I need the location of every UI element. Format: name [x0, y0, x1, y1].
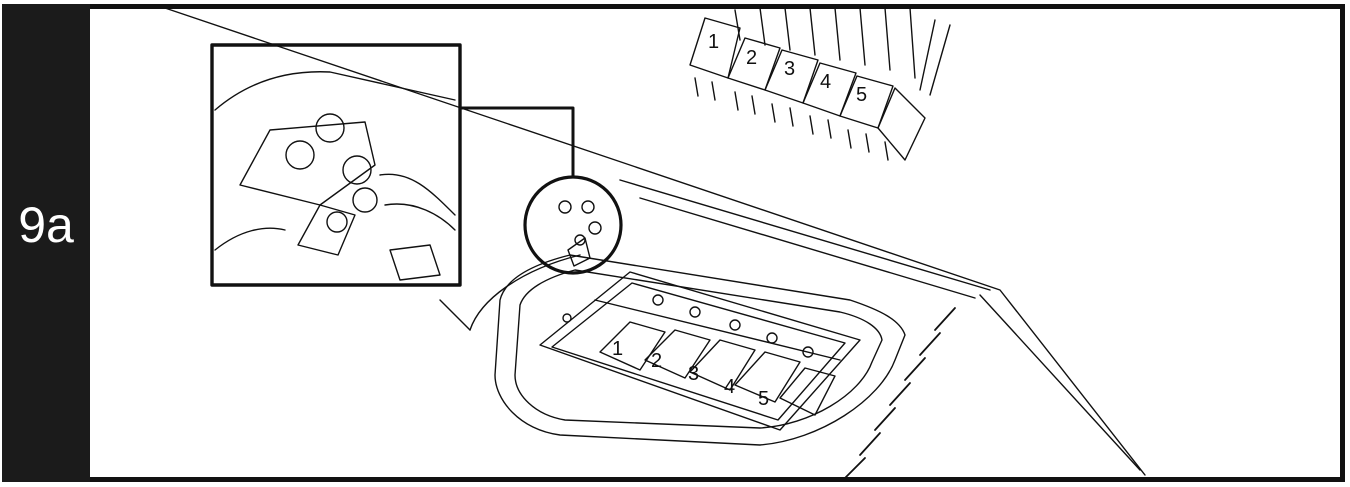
slot-label: 5 [758, 388, 769, 410]
connector-plugs [689, 17, 926, 161]
step-label: 9a [18, 197, 74, 253]
connector-label: 5 [856, 84, 867, 106]
step-bar [2, 4, 90, 482]
slot-label: 2 [651, 350, 662, 372]
connector-labels: 1 2 3 4 5 [708, 31, 867, 106]
terminal-block [539, 271, 861, 431]
appliance-body [164, 7, 1146, 476]
slot-label: 4 [724, 376, 735, 398]
callout-leader [458, 106, 575, 179]
inset-detail [210, 43, 462, 287]
connector-label: 2 [746, 47, 757, 69]
magnifier-circle [523, 175, 623, 275]
slot-label: 1 [612, 338, 623, 360]
wire-bundle [734, 7, 951, 96]
connector-label: 4 [820, 71, 831, 93]
connector-label: 3 [784, 58, 795, 80]
slot-labels: 1 2 3 4 5 [612, 338, 769, 410]
side-vents [844, 307, 956, 479]
connector-label: 1 [708, 31, 719, 53]
slot-label: 3 [688, 363, 699, 385]
